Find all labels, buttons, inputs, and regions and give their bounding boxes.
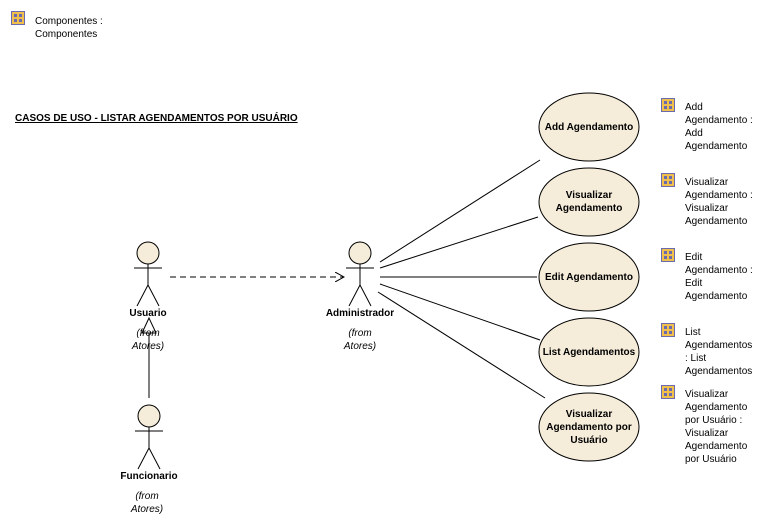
component-icon [661,173,675,187]
component-icon [661,98,675,112]
actor-usuario-figure[interactable] [134,241,162,307]
actor-administrador-name: Administrador [325,308,395,319]
component-add-label: Add Agendamento : Add Agendamento [685,102,753,152]
actor-funcionario-name: Funcionario [120,471,178,482]
usecase-ellipse-visualizar[interactable] [538,167,640,237]
usecase-ellipse-add[interactable] [538,92,640,162]
association-visualizar-usuario [377,291,546,399]
component-visualizar-label: Visualizar Agendamento : Visualizar Agen… [685,177,753,227]
component-icon [661,385,675,399]
diagram-title: CASOS DE USO - LISTAR AGENDAMENTOS POR U… [15,113,298,124]
component-icon [11,11,25,25]
usecase-ellipse-visualizar-usuario[interactable] [538,392,640,462]
usecase-list-label[interactable]: List Agendamentos [542,346,636,358]
component-visualizar-usuario-label: Visualizar Agendamento por Usuário : Vis… [685,389,748,465]
component-list-label: List Agendamentos : List Agendamentos [685,327,753,377]
component-icon [661,248,675,262]
usecase-add-label[interactable]: Add Agendamento [544,121,634,133]
actor-usuario-from: (from Atores) [131,328,165,352]
actor-funcionario-figure[interactable] [135,404,163,470]
association-add [379,159,541,263]
usecase-ellipse-list[interactable] [538,317,640,387]
actor-administrador-from: (from Atores) [343,328,377,352]
actor-funcionario-from: (from Atores) [130,491,164,515]
actor-administrador-figure[interactable] [346,241,374,307]
component-edit-label: Edit Agendamento : Edit Agendamento [685,252,753,302]
component-icon [661,323,675,337]
usecase-edit-label[interactable]: Edit Agendamento [545,271,633,283]
association-visualizar [379,216,539,269]
usecase-ellipse-edit[interactable] [538,242,640,312]
association-list [379,283,541,341]
usecase-visualizar-label[interactable]: Visualizar Agendamento [555,190,623,214]
actor-usuario-name: Usuario [129,308,167,319]
header-component-label: Componentes : Componentes [35,16,103,40]
generalization-arrowhead [141,316,157,334]
usecase-visualizar-usuario-label[interactable]: Visualizar Agendamento por Usuário [546,408,632,446]
